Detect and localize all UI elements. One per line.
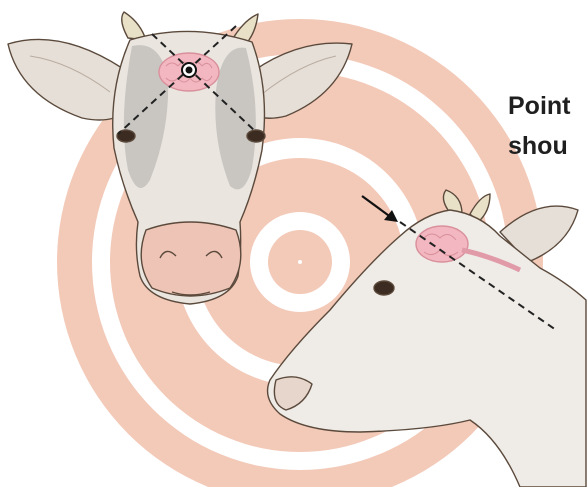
left-ear — [8, 39, 126, 120]
muzzle — [141, 222, 241, 296]
caption-line-1: Point — [508, 86, 571, 126]
caption-text: Point shou — [508, 86, 571, 166]
side-eye — [374, 281, 394, 295]
caption-line-2: shou — [508, 126, 571, 166]
target-point-marker — [182, 63, 196, 77]
right-eye — [247, 130, 265, 142]
target-center — [298, 260, 302, 264]
left-horn — [122, 12, 146, 40]
